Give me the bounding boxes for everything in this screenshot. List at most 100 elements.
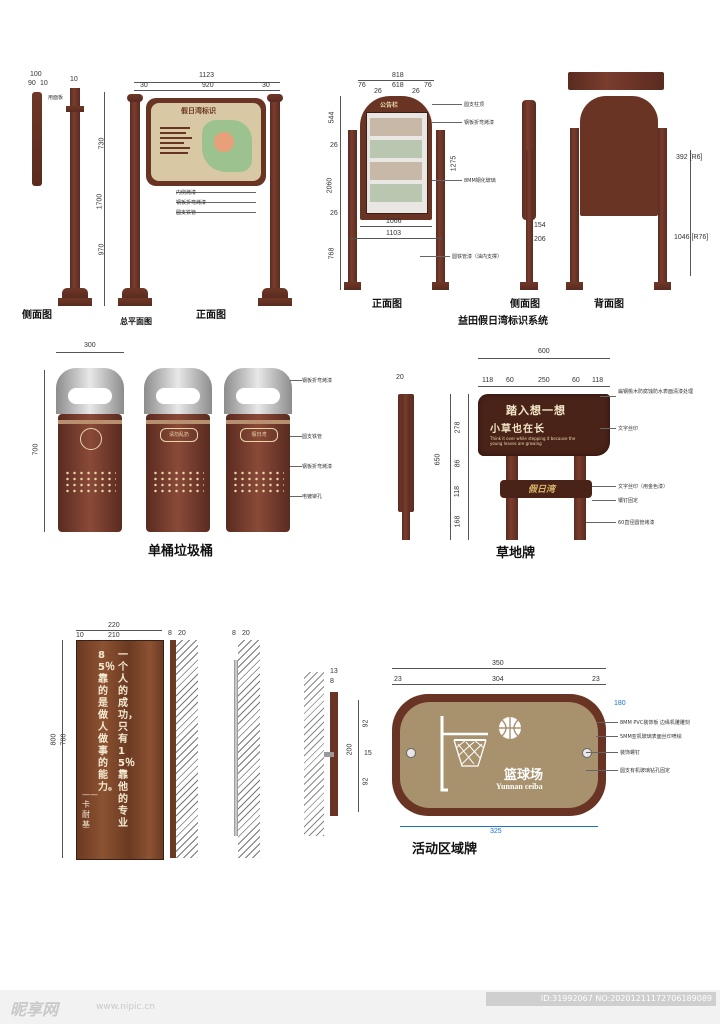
note-bin-d: 电镀铆孔 [302,494,323,500]
leader-4a [600,396,616,397]
leader-1a [176,192,256,193]
notice-post-left [348,130,357,288]
wall-hatch-1 [176,640,198,858]
notice-poster-2 [370,140,422,158]
note-2d: 圆铁管漆（油内支撑） [452,254,503,260]
dim-154: 154 [534,222,546,229]
board-text-list [160,124,196,170]
court-side-bolt [324,752,334,757]
bin3-band [226,420,290,424]
label-plan-view: 总平面图 [120,317,152,326]
dim-grass-650: 650 [434,453,442,466]
watermark-bar: 昵享网 www.nipic.cn ID:31992067 NO:20201211… [0,990,720,1024]
dim-court-304: 304 [492,676,504,683]
dim-line-vert [104,92,105,306]
dim-side2-20: 20 [242,630,250,637]
post-base-left [122,288,148,298]
side-panel [32,92,42,186]
grass-line1: 踏入想一想 [506,404,566,417]
dim-quote-800: 800 [50,733,58,746]
court-face [400,702,598,808]
leader-4b [600,428,616,429]
dim-quote-210: 210 [108,632,120,639]
bin3-dots [232,470,284,494]
dim-line-700 [44,370,45,532]
note-2a: 圆支柱顶 [464,102,485,108]
dim-line-court-parts [392,684,606,685]
dim-grass-60b: 60 [572,377,580,384]
back-post-right [658,128,667,288]
post-cap-left [127,94,143,102]
court-name-en: Yunnan ceiba [496,782,543,791]
bin1-opening [68,388,112,404]
notice-post-right [436,130,445,288]
dim-grass-20: 20 [396,374,404,381]
dim-quote-10: 10 [76,632,84,639]
dim-court-180: 180 [614,700,626,707]
dim-line-2060 [340,96,341,290]
dim-line-grass-parts-v [468,394,469,540]
label-side-view: 侧面图 [22,310,52,321]
dim-730: 730 [98,137,106,150]
dim-court-13: 13 [330,668,338,675]
dim-court-325: 325 [490,828,502,835]
notice-title: 公告栏 [380,102,399,109]
dim-30-left: 30 [140,82,148,89]
dim-line-800 [62,640,63,858]
dim-line-650 [450,394,451,540]
notice-side-foot [520,282,538,290]
dim-818: 818 [392,72,404,79]
court-title: 活动区域牌 [412,842,478,857]
dim-line-back [690,150,691,276]
side-pole-base [62,288,88,298]
dim-court-200: 200 [346,743,354,756]
leader-4c [592,486,616,487]
dim-2060: 2060 [326,177,334,194]
notice-side-post [526,150,533,288]
grass-logo-board [500,480,592,498]
side-note: 用面板 [48,95,64,101]
watermark-id: ID:31992067 NO:20201211172706189089 [486,992,716,1006]
front-post-right [270,100,280,290]
note-2c: 8MM钢化玻璃 [464,178,496,184]
watermark-brand: 昵享网 [10,1000,59,1019]
dim-206: 206 [534,236,546,243]
dim-line-200 [358,700,359,812]
post-base-right [262,288,288,298]
leader-4e [586,522,616,523]
back-foot-right [654,282,671,290]
dim-grass-86: 86 [454,459,462,468]
court-screw-left [406,748,416,758]
bin1-band [58,420,122,424]
note-court-b: 5MM亚机玻璃表面丝印喷绘 [620,734,682,740]
side-pole [70,88,80,290]
leader-2b [432,122,462,123]
court-screw-right [582,748,592,758]
label-notice-front: 正面图 [372,299,402,310]
dim-26-d: 26 [330,210,338,217]
note-grass-a: 扁钢桃木防腐蚀防水表面清漆处理 [618,389,694,395]
bin2-dots [152,470,204,494]
note-grass-c: 文字丝印（用金色漆） [618,484,669,490]
quote-board [76,640,164,860]
note-1a: 内侧烤漆 [176,190,197,196]
dim-1275: 1275 [450,155,458,172]
dim-26-a: 26 [374,88,382,95]
dim-court-92b: 92 [362,777,370,786]
board-title: 假日湾标识 [181,107,216,115]
dim-line-grass-parts [478,386,610,387]
note-grass-e: 60直径圆管烤漆 [618,520,655,526]
leader-2c [432,180,462,181]
dim-court-8: 8 [330,678,334,685]
bin3-opening [236,388,280,404]
system-subtitle: 益田假日湾标识系统 [458,316,548,327]
leader-6b [596,736,618,737]
dim-court-350: 350 [492,660,504,667]
quote-col2: 85％靠的是做人做事的能力。 [98,650,118,793]
dim-1046: 1046 [R76] [674,234,709,241]
bin2-band [146,420,210,424]
grass-logo: 假日湾 [528,485,556,495]
dim-grass-600: 600 [538,348,550,355]
dim-grass-278: 278 [454,421,462,434]
back-foot-left [566,282,583,290]
